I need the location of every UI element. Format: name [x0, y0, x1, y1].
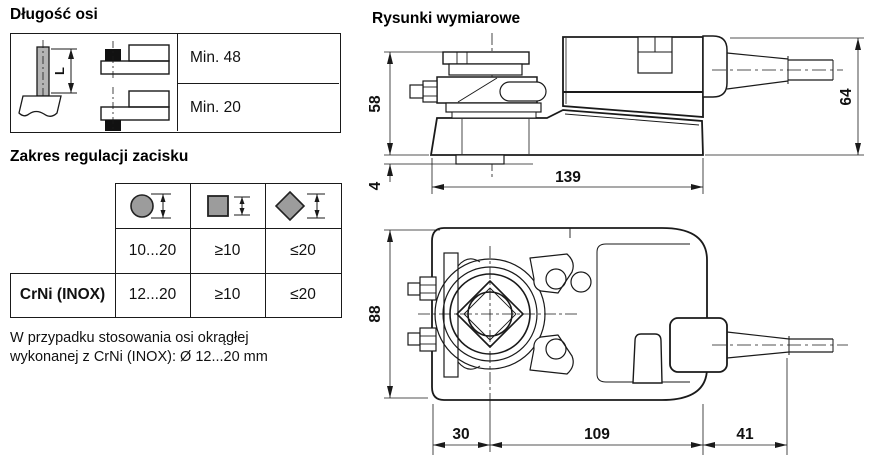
dimension-label-139: 139	[555, 169, 581, 186]
shaft-min-length-short: Min. 20	[190, 99, 241, 116]
shaft-length-dimension: L	[51, 48, 77, 94]
range-circle-standard: 10...20	[128, 241, 177, 259]
range-diamond-standard: ≤20	[290, 241, 316, 259]
shaft-clamp-top	[407, 246, 578, 452]
crni-note-line1: W przypadku stosowania osi okrągłej	[10, 330, 249, 346]
range-row-label-crni: CrNi (INOX)	[19, 286, 106, 303]
housing-latch-clip	[632, 333, 663, 384]
clamp-range-title: Zakres regulacji zacisku	[10, 148, 189, 165]
clamp-bolt	[409, 80, 438, 103]
diamond-shaft-icon	[266, 184, 340, 227]
table-divider	[177, 34, 178, 131]
anti-rotation-tab	[455, 154, 505, 165]
dimensional-drawings-title: Rysunki wymiarowe	[372, 10, 521, 27]
dimension-label-41: 41	[736, 426, 754, 443]
dimension-label-4: 4	[367, 181, 384, 190]
actuator-top-view-drawing: 88 30 109 41	[367, 227, 848, 455]
actuator-housing-side	[562, 36, 704, 118]
dimension-139: 139	[431, 158, 704, 194]
range-diamond-crni: ≤20	[290, 286, 316, 303]
dimension-row-bottom: 30 109 41	[432, 358, 788, 455]
row-divider	[177, 83, 339, 84]
clamp-profile-icon-short	[100, 87, 170, 131]
pushbutton	[570, 271, 592, 293]
clamp-profile-icon-long	[100, 41, 170, 79]
shaft-length-title: Długość osi	[10, 6, 98, 23]
shaft-min-length-long: Min. 48	[190, 49, 241, 66]
shaft-icon	[18, 40, 62, 117]
clamp-claw-lower	[529, 334, 574, 375]
shaft-clamp-side	[409, 51, 547, 119]
dimension-label-30: 30	[452, 426, 469, 443]
range-circle-crni: 12...20	[128, 286, 177, 303]
square-shaft-icon	[191, 184, 264, 227]
dimension-label-58: 58	[367, 95, 384, 113]
range-square-crni: ≥10	[214, 286, 241, 303]
range-square-standard: ≥10	[214, 241, 241, 259]
dimension-64: 64	[705, 37, 864, 156]
dimension-88: 88	[367, 229, 440, 399]
dimension-label-88: 88	[367, 305, 384, 323]
clamp-bolt-upper	[407, 276, 437, 301]
clamp-claw-upper	[529, 253, 574, 294]
actuator-side-view-drawing: 58 4 139 64	[367, 33, 864, 194]
clamp-bolt-lower	[407, 327, 437, 352]
crni-note-line2: wykonanej z CrNi (INOX): Ø 12...20 mm	[10, 349, 268, 365]
actuator-base-side	[429, 109, 704, 165]
shaft-and-clamp-icons: L	[18, 40, 170, 131]
shaft-length-table: L	[10, 33, 341, 133]
cable-gland-top	[669, 317, 848, 373]
round-shaft-icon	[116, 184, 189, 227]
dimension-label-64: 64	[838, 88, 855, 106]
dimension-label-109: 109	[584, 426, 610, 443]
dimension-4: 4	[367, 163, 533, 190]
crni-note: W przypadku stosowania osi okrągłej wyko…	[10, 329, 268, 367]
dimension-58: 58	[367, 51, 445, 156]
cable-gland-side	[702, 35, 843, 98]
shaft-dim-label: L	[52, 67, 67, 75]
